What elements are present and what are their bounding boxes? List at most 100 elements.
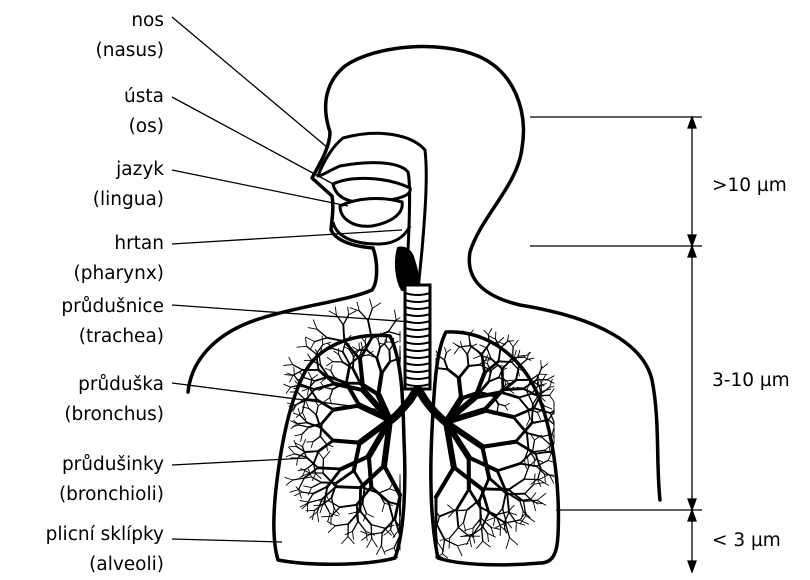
label-name: průdušnice bbox=[61, 292, 164, 322]
label-latin: (nasus) bbox=[96, 36, 165, 66]
label-latin: (os) bbox=[124, 112, 164, 142]
bronchus-branch bbox=[306, 338, 307, 347]
bronchus-branch bbox=[284, 365, 293, 366]
label-bronchus: průduška (bronchus) bbox=[64, 370, 164, 430]
label-alveoli: plicní sklípky (alveoli) bbox=[46, 520, 164, 580]
bronchus-branch bbox=[290, 375, 293, 382]
bronchus-branch bbox=[524, 353, 531, 358]
bronchus-branch bbox=[322, 336, 323, 345]
bronchus-branch bbox=[499, 338, 504, 343]
label-bronchioli: průdušinky (bronchioli) bbox=[59, 450, 164, 510]
label-latin: (bronchus) bbox=[64, 400, 164, 430]
bronchus-branch bbox=[489, 336, 496, 340]
bronchus-branch bbox=[550, 395, 554, 401]
bronchus-branch bbox=[308, 354, 312, 360]
bronchus-branch bbox=[547, 376, 554, 380]
bronchus-branch bbox=[550, 379, 553, 387]
bronchus-branch bbox=[381, 533, 382, 546]
bronchus-branch bbox=[501, 342, 508, 348]
bronchus-branch bbox=[389, 350, 390, 361]
bronchus-branch bbox=[284, 384, 291, 387]
label-name: nos bbox=[96, 6, 165, 36]
bronchus-branch bbox=[313, 320, 317, 329]
bronchus-branch bbox=[539, 384, 546, 386]
size-label-large: >10 µm bbox=[712, 174, 787, 198]
bronchus-branch bbox=[469, 365, 480, 366]
bronchus-branch bbox=[547, 380, 554, 384]
bronchus-branch bbox=[350, 308, 359, 311]
bronchus-branch bbox=[438, 368, 448, 369]
label-trachea: průdušnice (trachea) bbox=[61, 292, 164, 352]
bronchus-branch bbox=[336, 487, 361, 488]
bronchus-branch bbox=[484, 330, 488, 334]
bronchus-branch bbox=[544, 406, 552, 409]
arrowhead bbox=[688, 246, 696, 257]
label-name: ústa bbox=[124, 82, 164, 112]
bronchus-branch bbox=[459, 378, 461, 398]
label-name: jazyk bbox=[93, 155, 164, 185]
bronchus-branch bbox=[513, 357, 524, 358]
leader-os bbox=[172, 97, 335, 185]
bronchus-branch bbox=[524, 479, 539, 480]
label-os: ústa (os) bbox=[124, 82, 164, 142]
label-pharynx: hrtan (pharynx) bbox=[74, 229, 164, 289]
bronchus-branch bbox=[539, 374, 547, 375]
label-latin: (pharynx) bbox=[74, 259, 164, 289]
bronchus-branch bbox=[519, 360, 527, 367]
bronchus-branch bbox=[467, 354, 468, 366]
bronchus-branch bbox=[482, 489, 509, 490]
bronchus-branch bbox=[360, 488, 361, 511]
bronchus-branch bbox=[289, 357, 293, 364]
leader-nasus bbox=[172, 17, 328, 148]
bronchus-branch bbox=[372, 303, 380, 309]
bronchus-branch bbox=[541, 361, 542, 369]
bronchus-branch bbox=[315, 338, 328, 342]
body-outline bbox=[188, 47, 660, 500]
bronchus-branch bbox=[333, 441, 360, 443]
label-name: hrtan bbox=[74, 229, 164, 259]
tongue bbox=[340, 199, 402, 227]
label-lingua: jazyk (lingua) bbox=[93, 155, 164, 215]
leader-pharynx bbox=[172, 230, 402, 244]
size-label-medium: 3-10 µm bbox=[712, 369, 790, 393]
arrowhead bbox=[688, 561, 696, 572]
bronchus-branch bbox=[286, 387, 290, 393]
bronchus-branch bbox=[327, 338, 344, 341]
bronchus-branch bbox=[329, 311, 337, 315]
bronchus-branch bbox=[305, 451, 319, 452]
bronchus-branch bbox=[343, 325, 344, 341]
bronchus-branch bbox=[396, 318, 400, 320]
arrowhead bbox=[688, 510, 696, 521]
bronchus-branch bbox=[335, 307, 336, 315]
label-latin: (trachea) bbox=[61, 322, 164, 352]
bronchus-branch bbox=[308, 328, 317, 330]
size-label-small: < 3 µm bbox=[712, 529, 781, 553]
bronchus-branch bbox=[513, 340, 518, 347]
bronchus-branch bbox=[385, 339, 386, 344]
bronchus-branch bbox=[541, 375, 545, 382]
bronchus-branch bbox=[518, 350, 520, 356]
arrowhead bbox=[688, 117, 696, 128]
bronchus-branch bbox=[532, 404, 533, 423]
bronchus-branch bbox=[343, 315, 348, 325]
label-name: průdušinky bbox=[59, 450, 164, 480]
label-name: plicní sklípky bbox=[46, 520, 164, 550]
label-nasus: nos (nasus) bbox=[96, 6, 165, 66]
label-name: průduška bbox=[64, 370, 164, 400]
bronchus-branch bbox=[371, 525, 372, 539]
bronchus-branch bbox=[349, 311, 357, 315]
bronchus-branch bbox=[514, 350, 516, 357]
bronchus-branch bbox=[353, 357, 354, 369]
bronchus-branch bbox=[357, 302, 359, 311]
label-latin: (lingua) bbox=[93, 185, 164, 215]
bronchus-branch bbox=[395, 310, 397, 320]
label-latin: (bronchioli) bbox=[59, 480, 164, 510]
leader-trachea bbox=[172, 305, 412, 322]
bronchus-branch bbox=[507, 341, 513, 342]
bronchus-branch bbox=[550, 389, 554, 395]
bronchus-branch bbox=[399, 515, 400, 529]
bronchus-branch bbox=[318, 468, 341, 469]
bronchus-branch bbox=[323, 342, 331, 344]
bronchus-branch bbox=[388, 320, 396, 332]
